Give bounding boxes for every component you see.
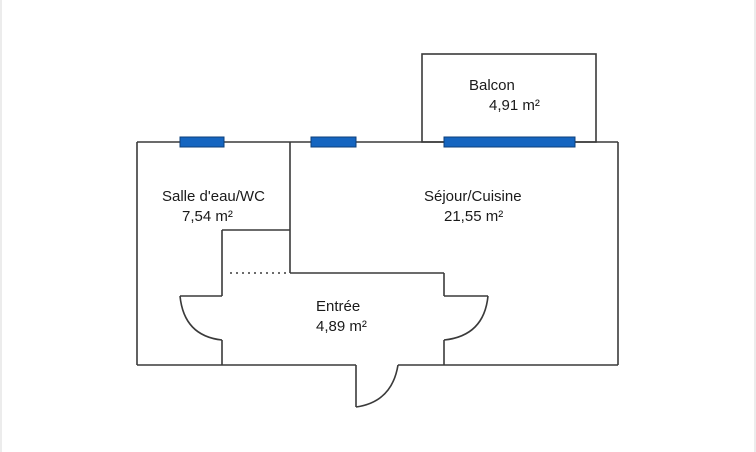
room-name: Balcon (469, 77, 515, 94)
left-door-swing (179, 295, 223, 341)
room-label-salle-eau: Salle d'eau/WC 7,54 m² (162, 187, 265, 227)
room-label-sejour: Séjour/Cuisine 21,55 m² (424, 187, 522, 227)
room-area: 7,54 m² (182, 208, 233, 225)
right-door-swing (443, 295, 489, 341)
room-name: Salle d'eau/WC (162, 188, 265, 205)
room-area: 4,91 m² (489, 97, 540, 114)
room-name: Séjour/Cuisine (424, 188, 522, 205)
room-label-entree: Entrée 4,89 m² (316, 297, 367, 337)
windows (179, 136, 576, 148)
room-area: 21,55 m² (444, 208, 504, 225)
window-living-left (310, 136, 357, 148)
window-balcony (443, 136, 576, 148)
room-name: Entrée (316, 298, 361, 315)
entry-door-swing (355, 364, 399, 408)
room-area: 4,89 m² (316, 318, 367, 335)
walls (136, 53, 619, 408)
room-label-balcon: Balcon 4,91 m² (469, 76, 540, 116)
window-bath (179, 136, 225, 148)
